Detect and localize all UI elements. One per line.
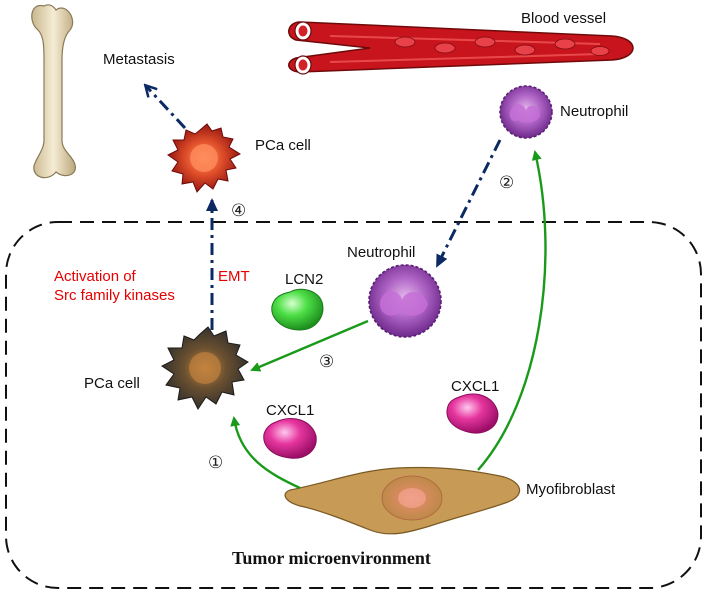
pca-cell-top: [167, 123, 242, 193]
pca-cell-top-label: PCa cell: [255, 137, 311, 154]
arrow-neutrophil-recruitment: [435, 139, 502, 268]
activation-label-line1: Activation of: [54, 268, 136, 285]
arrow-pca-to-metastasis: [146, 86, 187, 130]
pca-cell-bottom: [161, 326, 249, 410]
cxcl1-protein-left: [263, 418, 317, 459]
blood-vessel-icon: [288, 21, 634, 75]
tumor-microenvironment-label: Tumor microenvironment: [232, 548, 431, 568]
tumor-microenvironment-region: [5, 221, 702, 589]
myofibroblast-cell: [284, 466, 521, 535]
blood-vessel-label: Blood vessel: [521, 10, 607, 27]
arrow-myofibroblast-to-neutrophil: [477, 150, 547, 471]
lcn2-label: LCN2: [285, 271, 324, 288]
arrow-myofibroblast-to-pca: [230, 416, 301, 490]
neutrophil-middle-label: Neutrophil: [347, 244, 416, 261]
cxcl1-left-label: CXCL1: [266, 402, 315, 419]
activation-label-line2: Src family kinases: [54, 287, 175, 304]
metastasis-label: Metastasis: [103, 51, 175, 68]
lcn2-protein: [271, 288, 324, 331]
arrow-neutrophil-to-pca: [250, 319, 369, 372]
bone-icon: [31, 4, 76, 179]
myofibroblast-label: Myofibroblast: [526, 481, 616, 498]
neutrophil-top: [499, 85, 553, 139]
cxcl1-protein-right: [446, 393, 499, 434]
cxcl1-right-label: CXCL1: [451, 378, 500, 395]
step-2-marker: ②: [499, 173, 515, 193]
step-3-marker: ③: [319, 352, 335, 372]
neutrophil-top-label: Neutrophil: [560, 103, 629, 120]
step-1-marker: ①: [208, 453, 224, 473]
emt-label: EMT: [218, 268, 250, 285]
pca-cell-bottom-label: PCa cell: [84, 375, 140, 392]
neutrophil-middle: [368, 264, 442, 338]
step-4-marker: ④: [231, 201, 247, 221]
